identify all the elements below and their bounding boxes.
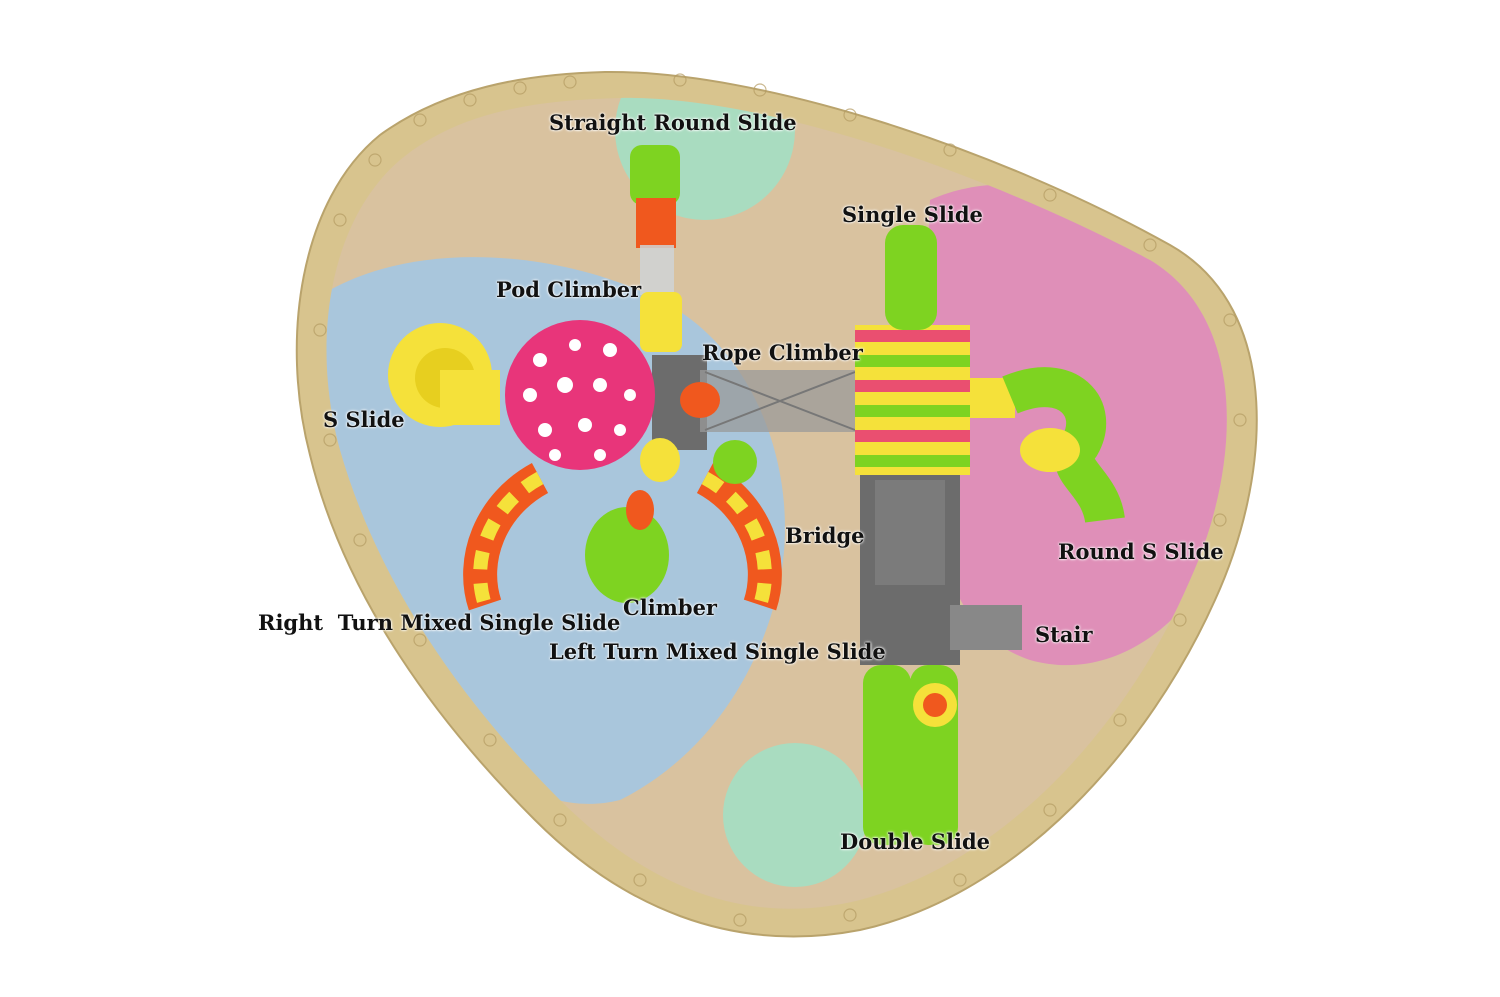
stair-shape [950,605,1022,650]
label-single-slide: Single Slide [842,202,983,227]
label-bridge: Bridge [785,523,865,548]
climber-shape [585,382,757,603]
label-stair: Stair [1035,622,1093,647]
pebble-texture [313,73,1247,927]
label-double-slide: Double Slide [840,829,990,854]
single-slide-shape [885,225,937,330]
label-round-s-slide: Round S Slide [1058,539,1224,564]
double-slide-shape [863,665,958,845]
mint-zone-bottom [723,743,867,887]
label-climber: Climber [623,595,717,620]
round-s-slide-shape [970,367,1125,525]
label-pod-climber: Pod Climber [496,277,642,302]
pod-climber-dome-shape [505,320,655,470]
straight-round-slide-shape [630,145,682,352]
label-straight-round-slide: Straight Round Slide [549,110,797,135]
label-rope-climber: Rope Climber [702,340,863,365]
label-s-slide: S Slide [323,407,405,432]
central-deck-shape [652,355,860,450]
bridge-shape [860,475,960,665]
striped-roof-shape [855,325,970,475]
label-left-turn-mixed-single-slide: Left Turn Mixed Single Slide [549,639,886,664]
s-slide-shape [388,323,500,427]
label-right-turn-mixed-single-slide: Right Turn Mixed Single Slide [258,610,621,635]
